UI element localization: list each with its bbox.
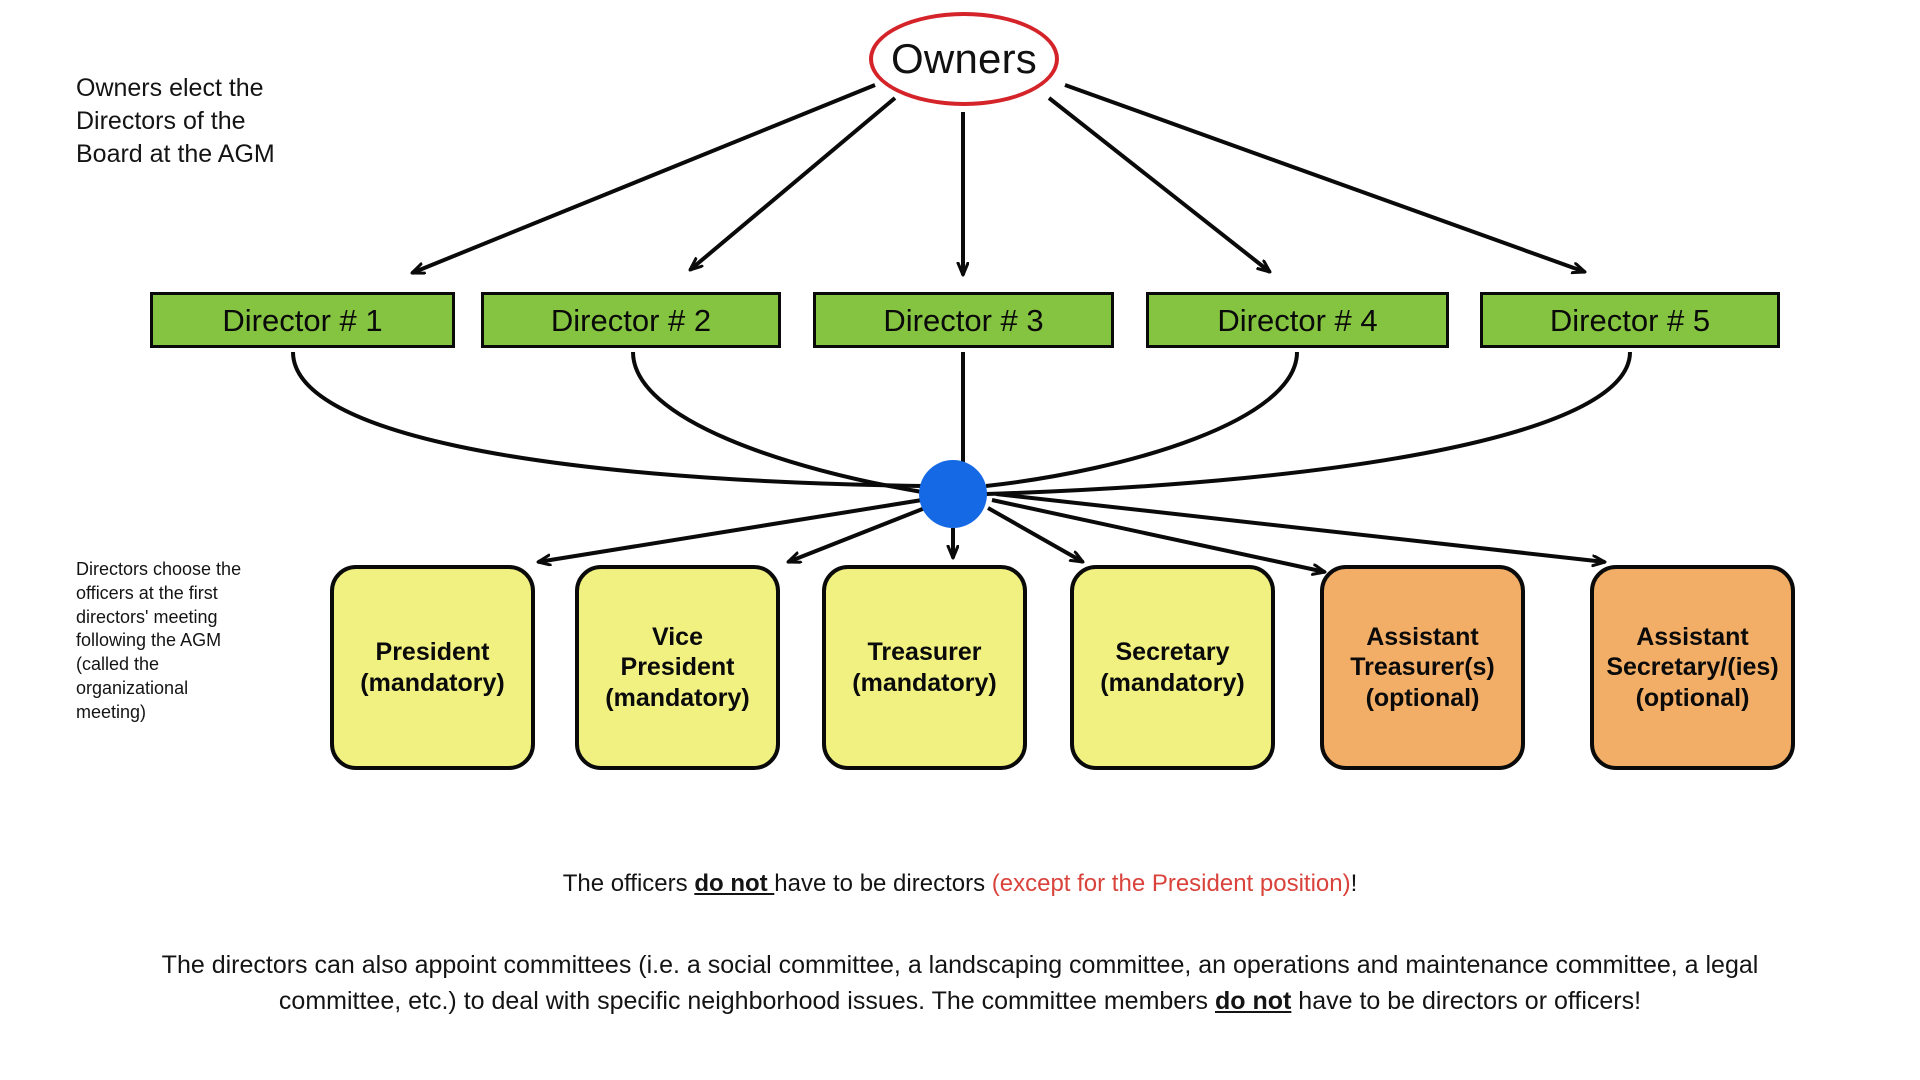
footnote-officers: The officers do not have to be directors…	[0, 868, 1920, 899]
arrow-owners-to-director-4	[1047, 96, 1270, 274]
curve-director-5-to-hub	[985, 351, 1632, 496]
arrow-hub-to-assistant-secretary	[995, 492, 1605, 562]
owners-label: Owners	[891, 35, 1037, 82]
director-row: Director # 1 Director # 2 Director # 3 D…	[0, 292, 1920, 348]
footnote-1-emphasis: do not	[694, 870, 775, 897]
officer-box-treasurer: Treasurer (mandatory)	[822, 565, 1027, 770]
owners-to-directors-arrows	[412, 83, 1585, 275]
director-box-2: Director # 2	[481, 292, 781, 348]
officer-label-treasurer: Treasurer (mandatory)	[852, 638, 997, 697]
director-box-5: Director # 5	[1480, 292, 1780, 348]
footnote-1-exception: (except for the President position)	[991, 870, 1351, 897]
officer-box-president: President (mandatory)	[330, 565, 535, 770]
arrow-owners-to-director-5	[1064, 83, 1585, 272]
curve-director-2-to-hub	[631, 351, 923, 494]
officer-row: President (mandatory) Vice President (ma…	[0, 565, 1920, 770]
arrow-owners-to-director-2	[690, 96, 897, 272]
arrow-hub-to-president	[538, 498, 923, 562]
officer-label-assistant-treasurer: Assistant Treasurer(s) (optional)	[1350, 622, 1495, 712]
owners-node: Owners	[869, 12, 1059, 106]
arrow-hub-to-secretary	[987, 506, 1083, 564]
note-directors-choose-officers: Directors choose the officers at the fir…	[76, 559, 242, 722]
director-label-3: Director # 3	[883, 302, 1044, 338]
footnote-1-part-1: The officers	[562, 870, 695, 897]
board-of-directors-hub-node	[919, 460, 987, 528]
director-box-1: Director # 1	[150, 292, 455, 348]
footnote-2-part-1: The directors can also appoint committee…	[161, 951, 1759, 1015]
hub-to-officers-arrows	[538, 492, 1605, 572]
director-label-1: Director # 1	[222, 302, 383, 338]
officer-box-vice-president: Vice President (mandatory)	[575, 565, 780, 770]
officer-box-assistant-treasurer: Assistant Treasurer(s) (optional)	[1320, 565, 1525, 770]
footnote-1-part-2: have to be directors	[774, 870, 992, 897]
officer-box-assistant-secretary: Assistant Secretary/(ies) (optional)	[1590, 565, 1795, 770]
arrow-hub-to-vice-president	[788, 506, 926, 564]
curve-director-4-to-hub	[985, 351, 1299, 488]
footnote-1-part-3: !	[1350, 870, 1358, 897]
arrow-hub-to-assistant-treasurer	[991, 498, 1325, 572]
curve-director-1-to-hub	[291, 351, 923, 488]
footnote-committees: The directors can also appoint committee…	[110, 948, 1810, 1019]
director-box-3: Director # 3	[813, 292, 1114, 348]
officer-label-assistant-secretary: Assistant Secretary/(ies) (optional)	[1606, 622, 1779, 712]
officer-label-secretary: Secretary (mandatory)	[1100, 638, 1245, 697]
arrow-owners-to-director-1	[412, 83, 876, 275]
officer-label-vice-president: Vice President (mandatory)	[605, 622, 750, 712]
footnote-2-part-2: have to be directors or officers!	[1291, 986, 1642, 1015]
officer-box-secretary: Secretary (mandatory)	[1070, 565, 1275, 770]
director-box-4: Director # 4	[1146, 292, 1449, 348]
director-label-2: Director # 2	[550, 302, 712, 338]
note-owners-elect-directors: Owners elect the Directors of the Board …	[76, 74, 275, 168]
director-label-4: Director # 4	[1217, 302, 1378, 338]
director-label-5: Director # 5	[1549, 302, 1711, 338]
footnote-2-emphasis: do not	[1214, 986, 1292, 1015]
officer-label-president: President (mandatory)	[360, 638, 505, 697]
